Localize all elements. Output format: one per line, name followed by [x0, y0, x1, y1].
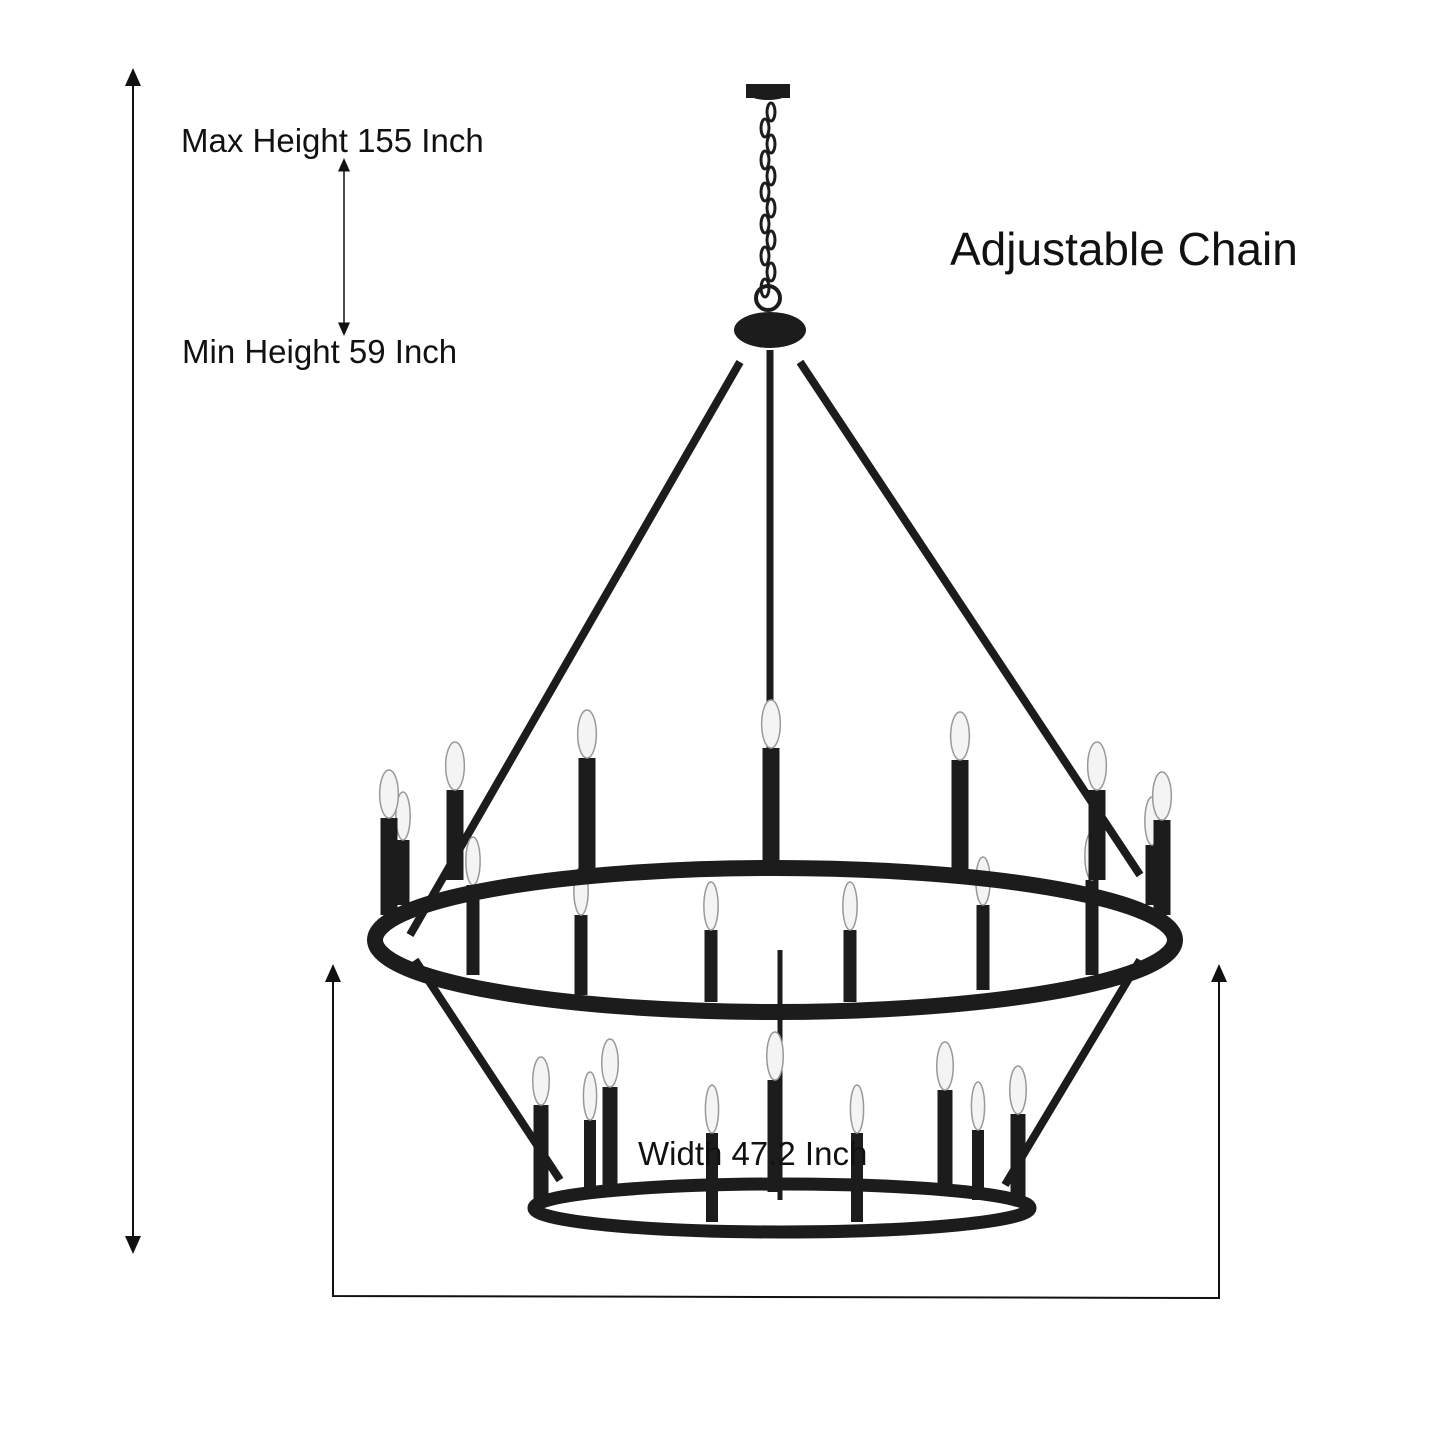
- upper-front-candle-sleeve: [578, 758, 596, 875]
- lower-front-candle-bulb: [766, 1031, 784, 1081]
- chain-link: [765, 229, 777, 251]
- chain-link: [765, 261, 777, 283]
- min-height-label: Min Height 59 Inch: [182, 333, 458, 370]
- upper-back-candle-sleeve: [976, 905, 990, 990]
- upper-front-candle-sleeve: [446, 790, 464, 880]
- lower-back-candle-bulb: [970, 1081, 986, 1131]
- upper-front-candle-bulb: [576, 709, 598, 759]
- upper-back-candle-sleeve: [466, 885, 480, 975]
- upper-back-candle-bulb: [395, 791, 411, 841]
- upper-back-candle-sleeve: [396, 840, 410, 905]
- chain-link: [759, 117, 771, 139]
- lower-front-candle-sleeve: [937, 1090, 953, 1195]
- chain-link: [765, 165, 777, 187]
- lower-back-candle-bulb: [704, 1084, 720, 1134]
- center-hub: [734, 312, 806, 348]
- width-label: Width 47.2 Inch: [638, 1135, 868, 1172]
- max-height-label: Max Height 155 Inch: [181, 122, 484, 159]
- lower-front-candle-bulb: [936, 1041, 954, 1091]
- adjustable-chain-label: Adjustable Chain: [950, 223, 1298, 275]
- lower-back-candle-bulb: [849, 1084, 865, 1134]
- lower-back-candle-sleeve: [584, 1120, 596, 1195]
- chain-link: [759, 213, 771, 235]
- upper-front-candle-bulb: [444, 741, 466, 791]
- chain-link: [765, 197, 777, 219]
- upper-front-candle-bulb: [1151, 771, 1173, 821]
- upper-front-candle-sleeve: [1088, 790, 1106, 880]
- chain-link: [759, 245, 771, 267]
- upper-back-candle-bulb: [465, 836, 481, 886]
- upper-back-candle-sleeve: [574, 915, 588, 995]
- lower-back-candle-sleeve: [706, 1133, 718, 1222]
- lower-rod-right: [1001, 957, 1144, 1188]
- hub-loop: [754, 284, 782, 312]
- upper-ring: [367, 860, 1183, 1020]
- lower-front-candle-sleeve: [1010, 1114, 1026, 1200]
- lower-back-candle-sleeve: [851, 1133, 863, 1222]
- upper-front-candle-sleeve: [762, 748, 780, 862]
- upper-front-candle-bulb: [760, 699, 782, 749]
- upper-back-candle-bulb: [842, 881, 858, 931]
- chandelier: [367, 84, 1183, 1239]
- upper-front-candle-sleeve: [951, 760, 969, 875]
- upper-front-candle-sleeve: [380, 818, 398, 915]
- lower-back-candle-bulb: [582, 1071, 598, 1121]
- width-bracket: [332, 972, 1220, 1300]
- chain-link: [765, 133, 777, 155]
- lower-front-candle-sleeve: [602, 1087, 618, 1195]
- lower-front-candle-bulb: [601, 1038, 619, 1088]
- upper-back-candle-bulb: [703, 881, 719, 931]
- support-rod-left: [406, 360, 744, 937]
- upper-front-candle-sleeve: [1153, 820, 1171, 915]
- upper-front-candle-bulb: [1086, 741, 1108, 791]
- lower-front-candle-bulb: [532, 1056, 550, 1106]
- lower-back-candle-sleeve: [972, 1130, 984, 1200]
- chain-link: [765, 101, 777, 123]
- upper-front-candle-bulb: [378, 769, 400, 819]
- support-rod-right: [796, 359, 1144, 878]
- lower-front-candle-bulb: [1009, 1065, 1027, 1115]
- dimension-lines: [125, 68, 1227, 1300]
- upper-back-candle-sleeve: [843, 930, 857, 1002]
- upper-back-candle-sleeve: [704, 930, 718, 1002]
- chain-link: [759, 181, 771, 203]
- ceiling-canopy-body: [746, 84, 790, 98]
- chain-link: [759, 149, 771, 171]
- lower-front-candle-sleeve: [767, 1080, 783, 1192]
- lower-front-candle-sleeve: [533, 1105, 549, 1200]
- upper-front-candle-bulb: [949, 711, 971, 761]
